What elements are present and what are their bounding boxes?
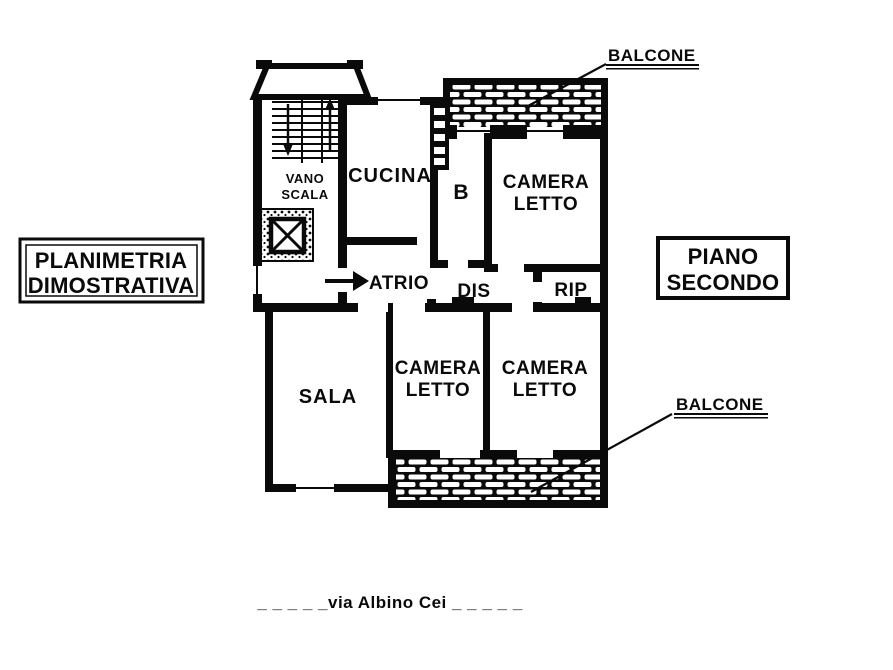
stairs-up-arrow-icon xyxy=(325,98,335,152)
street-label: _ _ _ _ _via Albino Cei _ _ _ _ _ xyxy=(256,593,522,612)
vent-shaft xyxy=(430,104,449,170)
right-title-line2: SECONDO xyxy=(667,270,780,295)
balcony-top-bricks xyxy=(450,85,601,127)
sala-label: SALA xyxy=(299,386,357,408)
camera-letto-right-label-1: CAMERA xyxy=(502,358,588,379)
cucina-label: CUCINA xyxy=(348,165,432,187)
entrance-arrow-icon xyxy=(325,271,369,291)
elevator-icon xyxy=(260,208,314,262)
balcone-top-leader xyxy=(527,63,607,107)
atrio-label: ATRIO xyxy=(369,273,429,294)
balcone-bottom-annotation: BALCONE xyxy=(674,395,768,419)
camera-letto-top-label-1: CAMERA xyxy=(503,172,589,193)
camera-letto-top-label-2: LETTO xyxy=(514,194,578,215)
dis-label: DIS xyxy=(457,281,490,302)
stairs-down-arrow-icon xyxy=(283,104,293,156)
bagno-label: B xyxy=(453,181,468,204)
walls xyxy=(249,60,608,508)
right-title-line1: PIANO xyxy=(688,244,759,269)
staircase xyxy=(272,97,338,163)
right-title-box: PIANO SECONDO xyxy=(656,236,790,300)
vestibule-outline xyxy=(249,63,373,100)
rip-label: RIP xyxy=(554,280,587,301)
left-title-box: PLANIMETRIA DIMOSTRATIVA xyxy=(18,237,205,304)
vano-scala-label-1: VANO xyxy=(286,171,325,186)
windows xyxy=(256,99,563,489)
vano-scala-label-2: SCALA xyxy=(281,187,328,202)
balcone-top-annotation: BALCONE xyxy=(606,46,699,70)
left-title-line2: DIMOSTRATIVA xyxy=(28,273,195,298)
camera-letto-mid-label-1: CAMERA xyxy=(395,358,481,379)
balcony-bottom-bricks xyxy=(396,458,600,500)
balcone-bottom-label: BALCONE xyxy=(676,395,764,414)
balcone-top-label: BALCONE xyxy=(608,46,696,65)
left-title-line1: PLANIMETRIA xyxy=(35,248,188,273)
balcone-bottom-leader xyxy=(530,413,673,493)
camera-letto-mid-label-2: LETTO xyxy=(406,380,470,401)
balcony-bottom xyxy=(388,455,608,508)
camera-letto-right-label-2: LETTO xyxy=(513,380,577,401)
